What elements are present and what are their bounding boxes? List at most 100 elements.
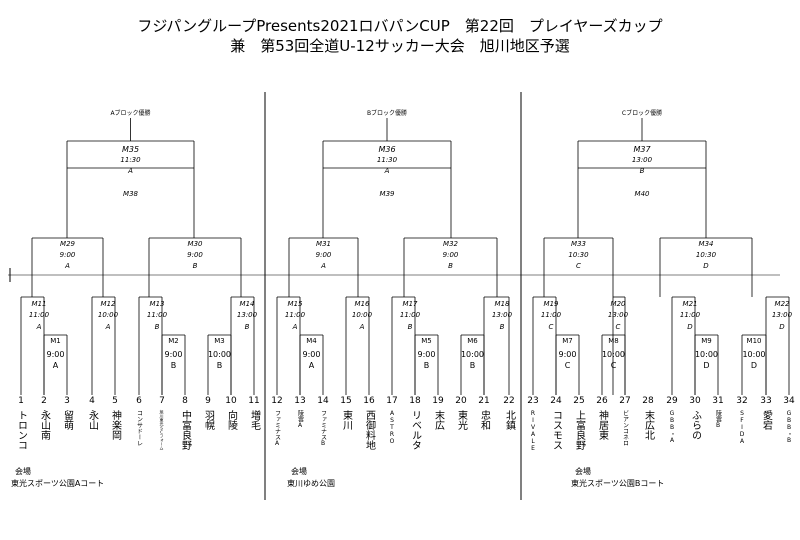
final-match-id: M35 bbox=[121, 145, 140, 154]
semi-match-court: C bbox=[576, 262, 581, 270]
team-name: 西御料地 bbox=[363, 410, 375, 450]
r2-match-time: 11:00 bbox=[679, 311, 701, 319]
third-place-match: M40 bbox=[634, 190, 650, 198]
team-number: 16 bbox=[363, 396, 375, 406]
r1-match-id: M10 bbox=[746, 337, 762, 345]
r2-match-id: M20 bbox=[610, 300, 626, 308]
r1-match-time: 9:00 bbox=[302, 350, 321, 359]
team-number: 20 bbox=[455, 396, 467, 406]
third-place-match: M38 bbox=[123, 190, 138, 198]
team-name: ASTRO bbox=[388, 410, 396, 445]
team-number: 14 bbox=[317, 396, 329, 406]
r1-match-time: 9:00 bbox=[164, 350, 183, 359]
r1-match-time: 10:00 bbox=[694, 350, 719, 359]
r2-court: A bbox=[36, 323, 42, 331]
final-match-id: M37 bbox=[633, 145, 651, 154]
team-name: 陵雲B bbox=[714, 410, 722, 429]
semi-match-time: 9:00 bbox=[315, 251, 332, 259]
semi-match-time: 10:30 bbox=[568, 251, 589, 259]
team-name: 愛宕 bbox=[760, 410, 772, 430]
team-number: 33 bbox=[760, 396, 772, 406]
r1-match-time: 9:00 bbox=[558, 350, 577, 359]
team-number: 9 bbox=[205, 396, 211, 406]
semi-match-time: 9:00 bbox=[442, 251, 459, 259]
r1-match-court: D bbox=[750, 361, 758, 370]
team-name: RIVALE bbox=[529, 410, 537, 452]
team-name: 神楽岡 bbox=[109, 410, 121, 440]
final-match-id: M36 bbox=[378, 145, 396, 154]
team-number: 8 bbox=[182, 396, 188, 406]
team-number: 11 bbox=[248, 396, 260, 406]
team-name: 忠和 bbox=[478, 410, 490, 430]
venue-label: 会場 bbox=[291, 467, 307, 476]
r2-match-id: M11 bbox=[31, 300, 47, 308]
team-number: 21 bbox=[478, 396, 490, 406]
team-name: 陵雲A bbox=[296, 410, 304, 429]
r1-match-id: M9 bbox=[701, 337, 712, 345]
semi-match-id: M31 bbox=[316, 240, 331, 248]
r1-match-id: M8 bbox=[608, 337, 619, 345]
r1-match-id: M7 bbox=[562, 337, 573, 345]
r1-match-time: 10:00 bbox=[601, 350, 626, 359]
venue-name: 東川ゆめ公園 bbox=[287, 479, 335, 488]
r2-court: B bbox=[499, 323, 505, 331]
third-place-match: M39 bbox=[379, 190, 395, 198]
semi-match-court: D bbox=[703, 262, 709, 270]
team-name: 向陵 bbox=[225, 410, 237, 430]
r2-match-time: 10:00 bbox=[97, 311, 119, 319]
r1-match-time: 10:00 bbox=[207, 350, 232, 359]
r1-match-time: 10:00 bbox=[742, 350, 766, 359]
semi-match-id: M30 bbox=[187, 240, 203, 248]
r2-court: A bbox=[105, 323, 111, 331]
r1-match-court: B bbox=[423, 361, 430, 370]
semi-match-id: M29 bbox=[60, 240, 75, 248]
venue-name: 東光スポーツ公園Aコート bbox=[11, 479, 105, 488]
team-name: コンサドーレ bbox=[135, 410, 143, 446]
semi-match-time: 9:00 bbox=[187, 251, 203, 259]
team-number: 18 bbox=[409, 396, 421, 406]
r2-match-id: M13 bbox=[149, 300, 165, 308]
final-match-time: 11:30 bbox=[120, 156, 141, 164]
team-number: 27 bbox=[619, 396, 631, 406]
team-name: トロンコ bbox=[15, 410, 27, 450]
r1-match-id: M3 bbox=[214, 337, 225, 345]
team-name: 東光 bbox=[455, 410, 467, 430]
final-match-time: 11:30 bbox=[376, 156, 398, 164]
team-number: 13 bbox=[294, 396, 306, 406]
team-name: 末広 bbox=[432, 410, 444, 430]
team-name: 旭川東光ＳＣフォーム bbox=[159, 410, 165, 450]
r2-match-time: 13:00 bbox=[771, 311, 793, 319]
r2-match-id: M18 bbox=[494, 300, 510, 308]
r2-court: B bbox=[154, 323, 160, 331]
r1-match-court: B bbox=[170, 361, 177, 370]
team-name: 上富良野 bbox=[573, 410, 585, 450]
semi-match-id: M32 bbox=[443, 240, 458, 248]
team-number: 28 bbox=[642, 396, 654, 406]
venue-label: 会場 bbox=[575, 467, 591, 476]
r2-match-time: 11:00 bbox=[540, 311, 562, 319]
block-winner-label: Aブロック優勝 bbox=[110, 110, 151, 117]
r1-match-court: B bbox=[469, 361, 476, 370]
block-winner-label: Bブロック優勝 bbox=[366, 110, 408, 117]
team-name: ふらの bbox=[689, 410, 701, 440]
block-winner-label: Cブロック優勝 bbox=[621, 110, 663, 117]
r2-match-id: M15 bbox=[287, 300, 303, 308]
semi-match-court: B bbox=[192, 262, 198, 270]
r2-match-time: 13:00 bbox=[491, 311, 513, 319]
final-match-court: A bbox=[128, 167, 133, 175]
r2-match-id: M16 bbox=[354, 300, 370, 308]
r2-match-time: 13:00 bbox=[607, 311, 629, 319]
r1-match-id: M6 bbox=[467, 337, 478, 345]
semi-match-id: M34 bbox=[698, 240, 714, 248]
r2-court: A bbox=[292, 323, 298, 331]
team-number: 12 bbox=[271, 396, 283, 406]
r1-match-court: D bbox=[703, 361, 710, 370]
team-number: 34 bbox=[783, 396, 795, 406]
team-name: SFIDA bbox=[738, 410, 746, 445]
team-name: 留萌 bbox=[61, 410, 73, 430]
team-name: 北鎮 bbox=[503, 410, 515, 430]
team-number: 23 bbox=[527, 396, 539, 406]
r2-match-id: M22 bbox=[774, 300, 790, 308]
team-number: 29 bbox=[666, 396, 678, 406]
r1-match-time: 10:00 bbox=[460, 350, 485, 359]
